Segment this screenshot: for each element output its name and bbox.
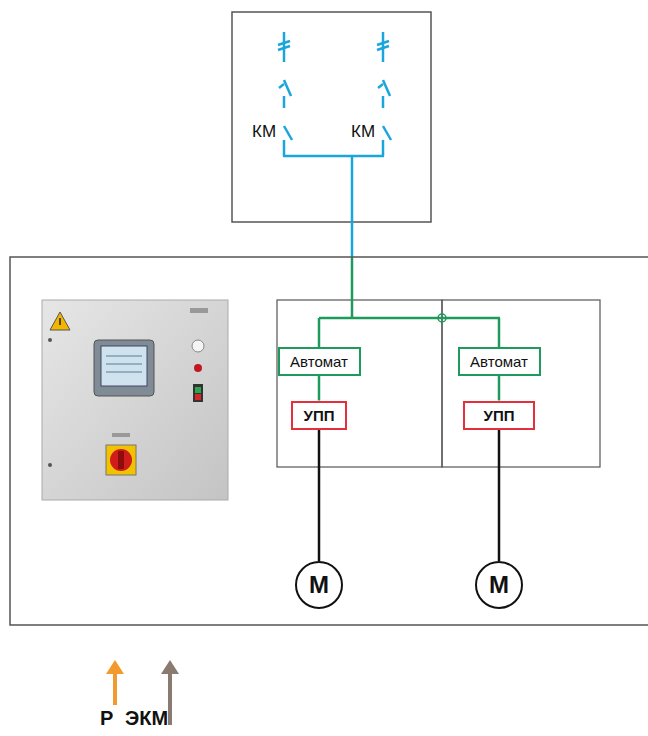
node-text: УПП [304,407,335,424]
motor-circle: М [475,561,523,609]
wire-connector [318,376,321,401]
contactor-label: КМ [252,122,276,142]
node-text: Автомат [470,353,528,370]
contactor-label: КМ [351,122,375,142]
motor-circle: М [295,561,343,609]
wire-connector [498,376,501,401]
signal-label: Р [100,707,113,730]
breaker-box: Автомат [278,347,361,376]
node-text: М [489,571,509,599]
node-text: УПП [484,407,515,424]
node-text: Автомат [290,353,348,370]
breaker-box: Автомат [458,347,541,376]
soft-starter-box: УПП [291,401,347,430]
soft-starter-box: УПП [463,401,535,430]
wire-connector [498,430,501,562]
wire-connector [318,430,321,562]
node-text: М [309,571,329,599]
signal-label: ЭКМ [125,707,168,730]
